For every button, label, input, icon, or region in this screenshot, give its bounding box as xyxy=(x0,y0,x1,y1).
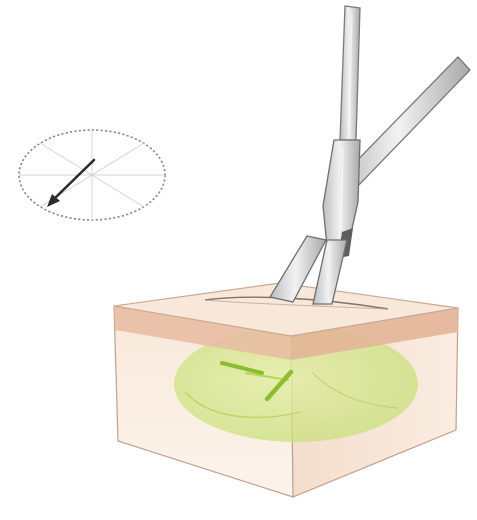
direction-inset-icon xyxy=(19,130,165,220)
tissue-block-icon xyxy=(114,283,458,497)
forceps-icon xyxy=(270,6,470,304)
